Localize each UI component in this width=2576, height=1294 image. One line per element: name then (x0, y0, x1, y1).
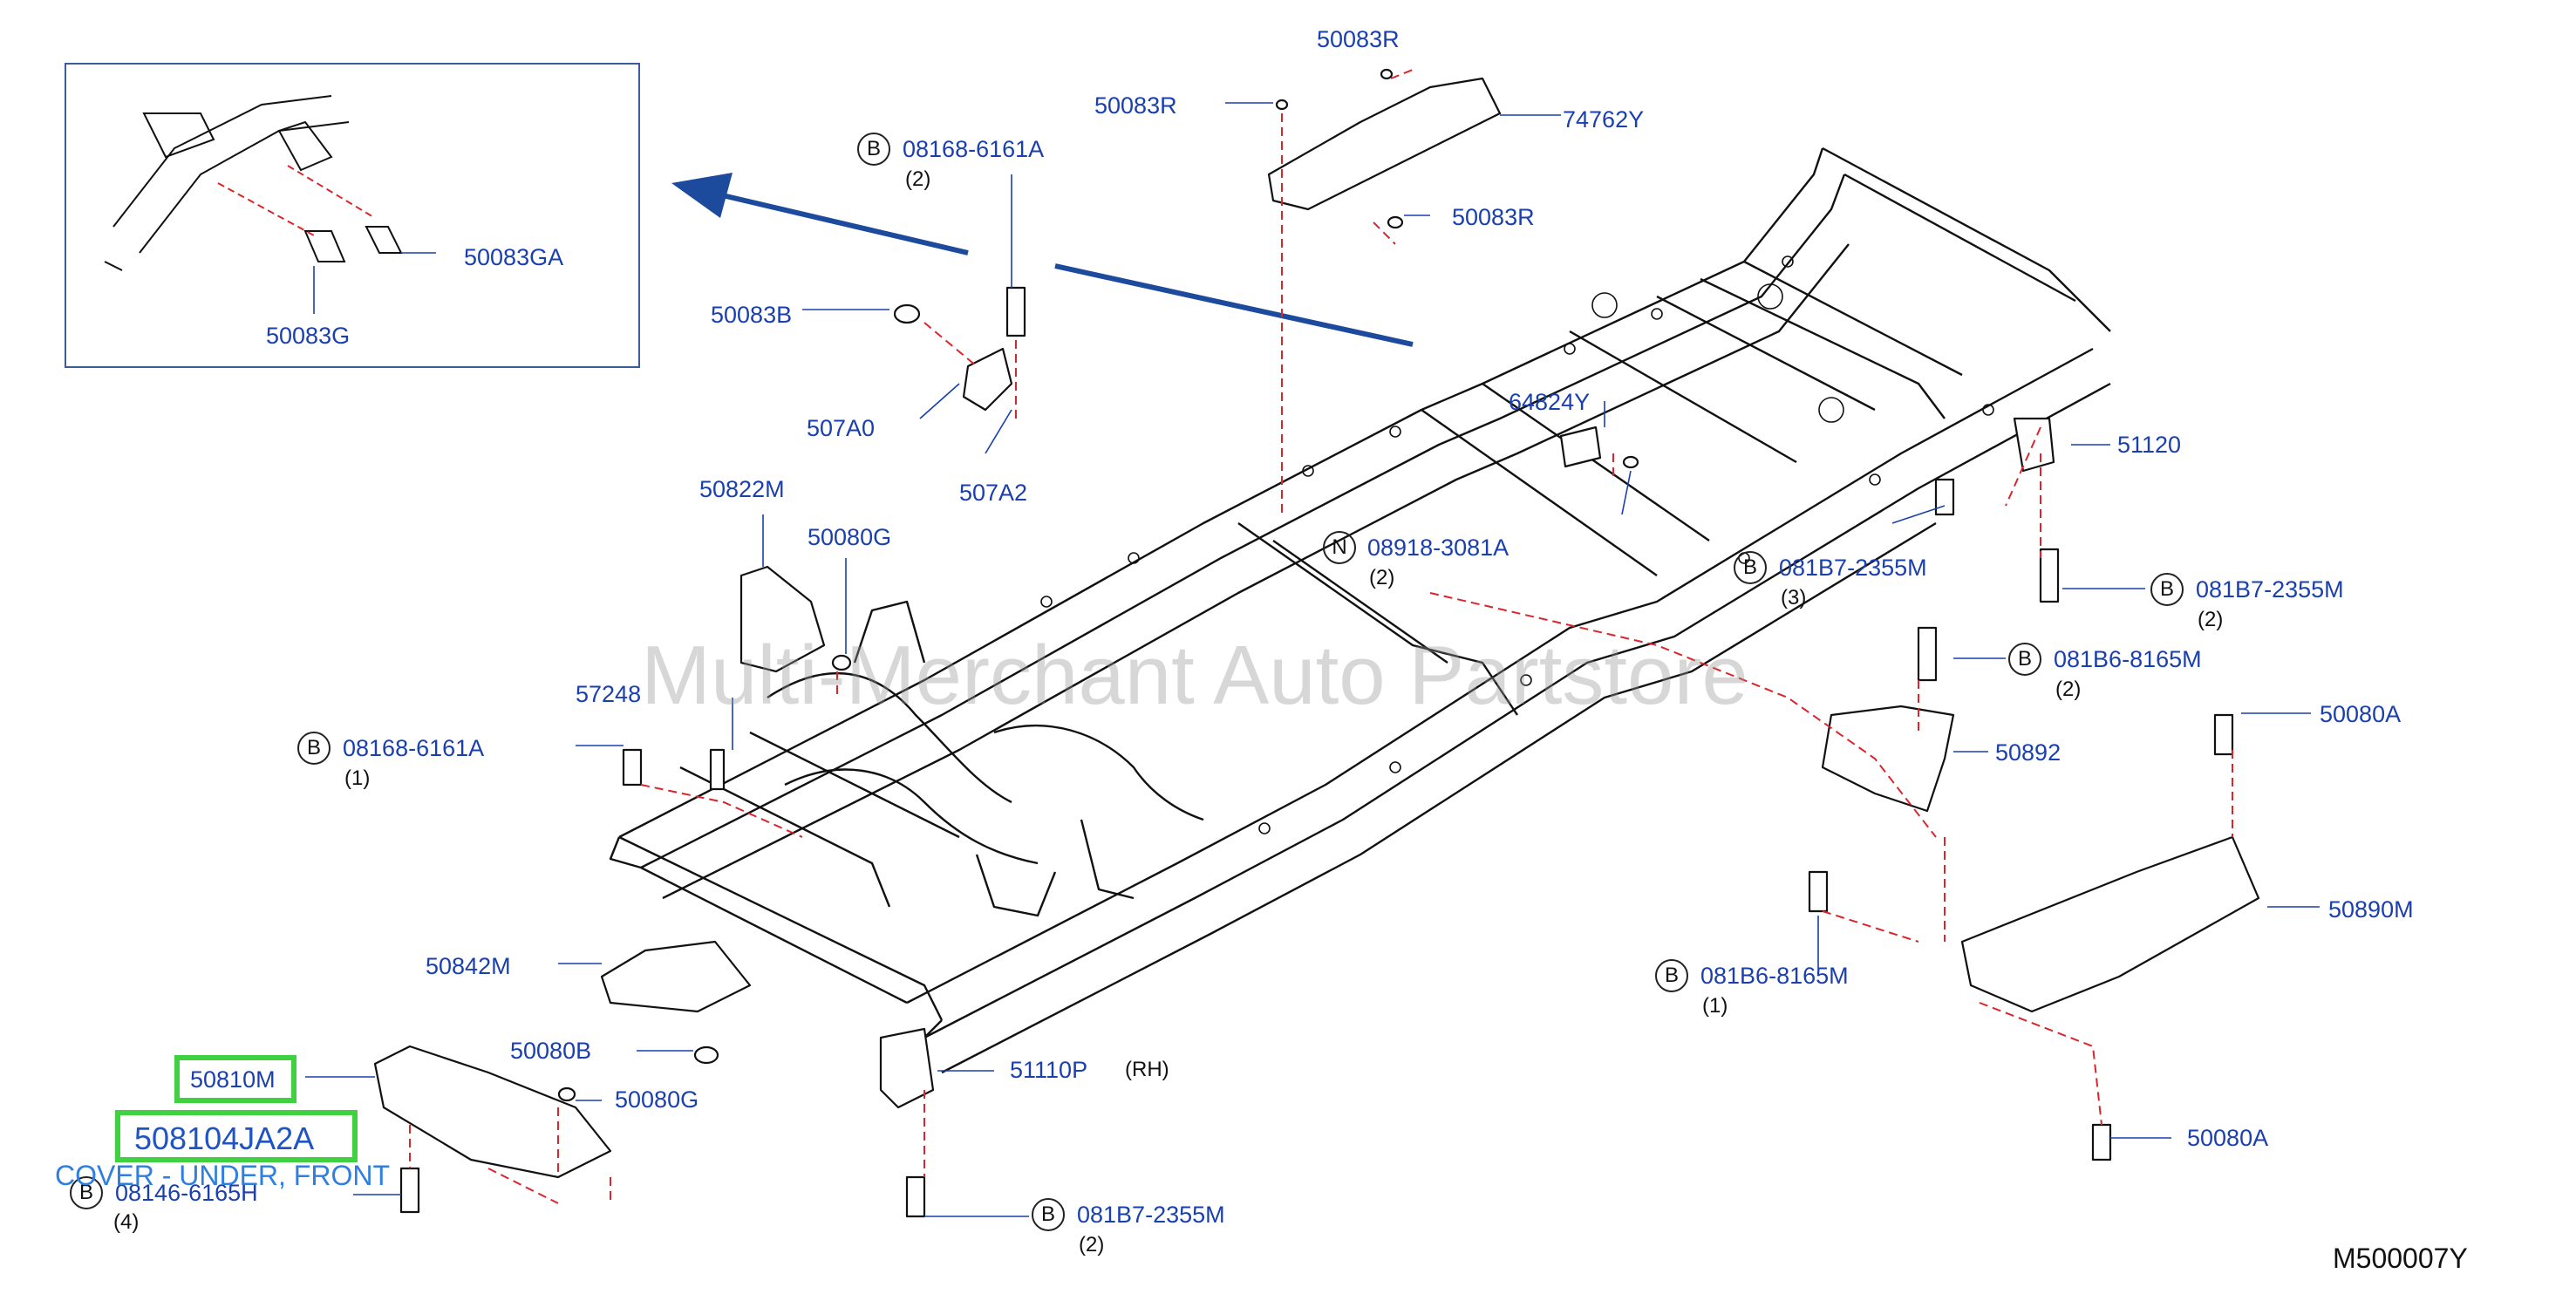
highlight-part-ref: 50810M (190, 1066, 276, 1093)
highlight-part-ref-box[interactable]: 50810M (174, 1055, 296, 1103)
highlight-part-number: 508104JA2A (134, 1120, 315, 1156)
highlight-description: COVER - UNDER, FRONT (55, 1160, 390, 1191)
diagram-code: M500007Y (2333, 1243, 2468, 1274)
inset-detail-box (65, 63, 640, 368)
highlight-part-number-box[interactable]: 508104JA2A (115, 1110, 358, 1162)
watermark: Multi-Merchant Auto Partstore (641, 629, 1748, 722)
